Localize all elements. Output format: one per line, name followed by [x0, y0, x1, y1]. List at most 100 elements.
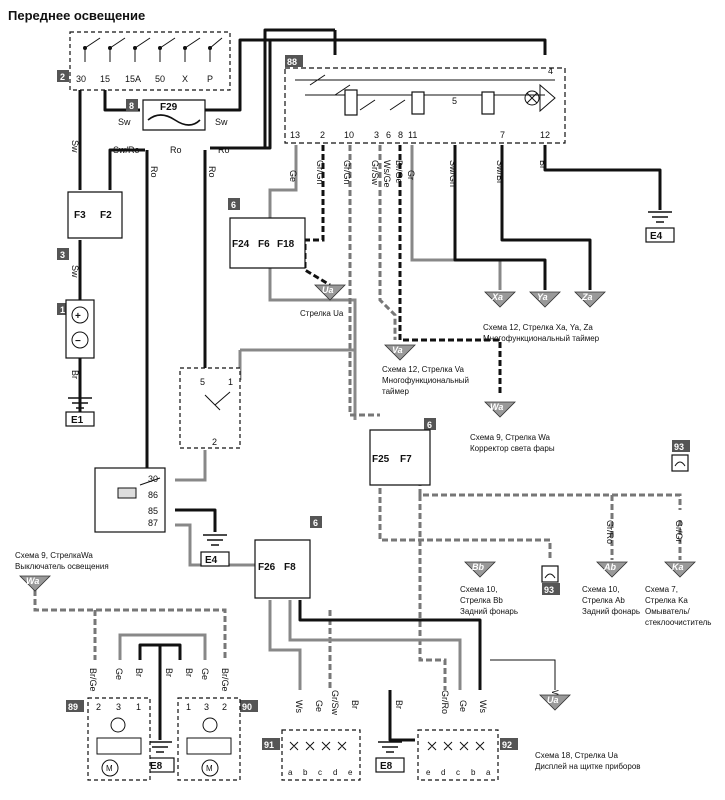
- svg-text:стеклоочиститель: стеклоочиститель: [645, 618, 711, 627]
- svg-text:Стрелка Ab: Стрелка Ab: [582, 596, 625, 605]
- svg-text:Схема 7,: Схема 7,: [645, 585, 678, 594]
- svg-text:Дисплей на щитке приборов: Дисплей на щитке приборов: [535, 762, 641, 771]
- svg-text:F29: F29: [160, 102, 178, 113]
- fuse-block-f24-f6-f18: 6 F24 F6 F18: [228, 198, 306, 269]
- svg-text:Wa: Wa: [490, 402, 503, 412]
- svg-text:Za: Za: [581, 292, 593, 302]
- svg-text:F8: F8: [284, 562, 296, 573]
- svg-text:+: +: [75, 311, 81, 322]
- panel-92: 92 e d c b a: [417, 729, 518, 781]
- svg-text:2: 2: [212, 437, 217, 447]
- fuse-block-f25-f7: 6 F25 F7: [369, 418, 436, 486]
- svg-text:6: 6: [231, 200, 236, 210]
- svg-text:Ge: Ge: [114, 668, 124, 680]
- svg-text:1: 1: [136, 702, 141, 712]
- svg-text:15: 15: [100, 74, 110, 84]
- svg-text:11: 11: [408, 130, 417, 140]
- svg-text:Схема 9, Стрелка Wa: Схема 9, Стрелка Wa: [470, 433, 551, 442]
- svg-text:87: 87: [148, 518, 158, 528]
- svg-text:Gr/Gr: Gr/Gr: [674, 520, 684, 543]
- svg-text:92: 92: [502, 740, 512, 750]
- svg-text:E1: E1: [71, 415, 84, 426]
- wires: [33, 28, 682, 742]
- svg-text:Ge: Ge: [200, 668, 210, 680]
- ground-e8-right: E8: [375, 741, 405, 773]
- svg-text:1: 1: [228, 377, 233, 387]
- ignition-switch: 2 30 15 15A 50 X P: [57, 31, 231, 91]
- svg-text:3: 3: [204, 702, 209, 712]
- svg-text:Br/Ge: Br/Ge: [88, 668, 98, 692]
- relay-86: 86 5 1 2: [179, 367, 241, 449]
- svg-text:2: 2: [320, 130, 325, 140]
- panel-91: 91 a b c d e: [262, 729, 361, 781]
- svg-text:F24: F24: [232, 239, 250, 250]
- ground-e8-left: E8: [145, 741, 175, 773]
- svg-text:Br: Br: [164, 668, 174, 677]
- svg-text:Br/Ge: Br/Ge: [394, 160, 404, 184]
- svg-text:93: 93: [674, 442, 684, 452]
- svg-text:Gr/Ro: Gr/Ro: [605, 520, 615, 544]
- svg-text:F18: F18: [277, 239, 295, 250]
- arrow-wa-left: Wa: [19, 575, 51, 592]
- svg-text:91: 91: [264, 740, 274, 750]
- svg-text:89: 89: [68, 702, 78, 712]
- connector-93-right: 93: [671, 440, 690, 472]
- svg-text:Ge: Ge: [458, 700, 468, 712]
- svg-text:F7: F7: [400, 454, 412, 465]
- svg-text:M: M: [106, 764, 113, 773]
- svg-text:Br: Br: [350, 700, 360, 709]
- svg-text:6: 6: [386, 130, 391, 140]
- svg-text:Ka: Ka: [672, 562, 684, 572]
- svg-text:Выключатель освещения: Выключатель освещения: [15, 562, 109, 571]
- svg-text:Ws: Ws: [478, 700, 488, 713]
- svg-text:Ro: Ro: [149, 166, 159, 178]
- svg-text:Многофункциональный: Многофункциональный: [382, 376, 469, 385]
- notes: Стрелка Ua Схема 12, Стрелка Xa, Ya, Za …: [15, 309, 711, 771]
- svg-text:F25: F25: [372, 454, 390, 465]
- svg-text:93: 93: [544, 585, 554, 595]
- svg-text:Wa: Wa: [26, 576, 39, 586]
- svg-text:Стрелка Ua: Стрелка Ua: [300, 309, 344, 318]
- svg-text:Br/Ge: Br/Ge: [220, 668, 230, 692]
- connector-93-mid: 93: [541, 565, 560, 595]
- svg-text:2: 2: [96, 702, 101, 712]
- svg-text:10: 10: [344, 130, 354, 140]
- svg-text:Ws: Ws: [294, 700, 304, 713]
- svg-text:5: 5: [452, 96, 457, 106]
- svg-text:d: d: [333, 768, 337, 777]
- svg-text:c: c: [318, 768, 322, 777]
- svg-text:b: b: [471, 768, 476, 777]
- relay-87: 87 30 86 85 87: [94, 467, 166, 533]
- svg-text:Стрелка Ka: Стрелка Ka: [645, 596, 688, 605]
- svg-text:E8: E8: [150, 761, 163, 772]
- arrow-ka: Ka: [664, 561, 696, 578]
- svg-text:−: −: [75, 336, 81, 347]
- svg-text:M: M: [206, 764, 213, 773]
- arrow-ya: Ya: [529, 291, 561, 308]
- svg-text:Омыватель/: Омыватель/: [645, 607, 691, 616]
- svg-text:Ro: Ro: [218, 145, 230, 155]
- svg-text:Gr/Ro: Gr/Ro: [440, 690, 450, 714]
- svg-text:F26: F26: [258, 562, 276, 573]
- ground-e4-top: E4: [645, 211, 675, 243]
- svg-text:F2: F2: [100, 210, 112, 221]
- svg-text:2: 2: [222, 702, 227, 712]
- svg-text:Задний фонарь: Задний фонарь: [460, 607, 518, 616]
- svg-text:Схема 9, СтрелкаWa: Схема 9, СтрелкаWa: [15, 551, 93, 560]
- fuse-f29: 8 F29 Sw Sw: [118, 99, 228, 131]
- diagram-title: Переднее освещение: [8, 8, 145, 23]
- svg-text:3: 3: [116, 702, 121, 712]
- ground-e1: E1: [65, 397, 95, 427]
- svg-text:a: a: [486, 768, 491, 777]
- arrow-ua-bottom: Ua: [539, 694, 571, 711]
- svg-text:Sw/Ro: Sw/Ro: [113, 145, 140, 155]
- svg-text:6: 6: [313, 518, 318, 528]
- svg-text:Ro: Ro: [170, 145, 182, 155]
- svg-text:Br: Br: [538, 160, 548, 169]
- svg-text:Sw: Sw: [118, 117, 131, 127]
- svg-text:Схема 12, Стрелка Va: Схема 12, Стрелка Va: [382, 365, 464, 374]
- arrow-za: Za: [574, 291, 606, 308]
- svg-text:3: 3: [60, 250, 65, 260]
- battery: 1 + −: [57, 299, 95, 359]
- wire-labels-bottom: Br/Ge Ge Br Br Br Ge Br/Ge Ws Ge Gr/Sw B…: [88, 520, 684, 716]
